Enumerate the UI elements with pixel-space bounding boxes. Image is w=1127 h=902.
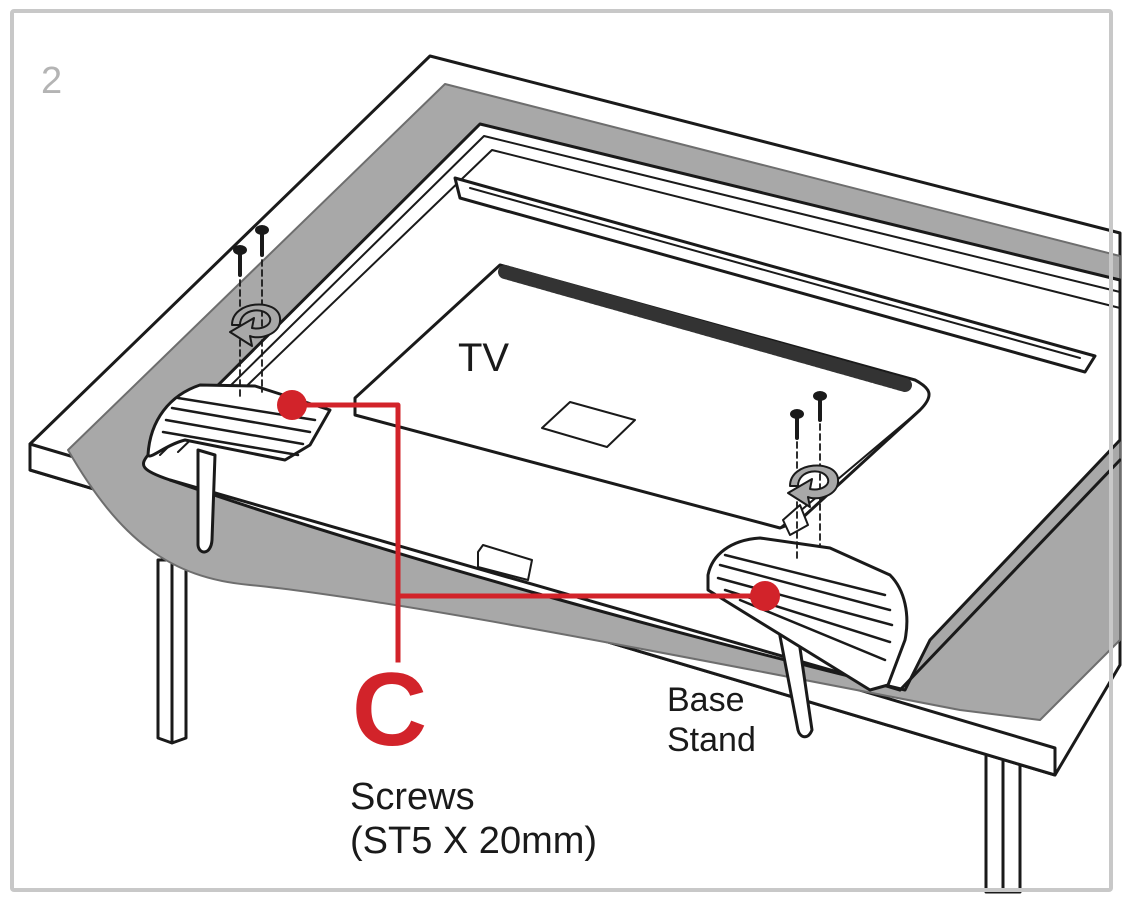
rotate-arrow-icon bbox=[229, 303, 282, 347]
tv-label: TV bbox=[458, 336, 510, 380]
tv-body bbox=[142, 122, 1122, 692]
screw-guide-lines bbox=[239, 259, 821, 561]
callout-lines bbox=[289, 402, 768, 663]
screw-icon bbox=[790, 391, 827, 440]
screw-icon bbox=[233, 225, 269, 277]
part-letter: C bbox=[352, 652, 428, 768]
base-stand-label-line2: Stand bbox=[667, 721, 756, 759]
callout-dot bbox=[750, 581, 780, 611]
screws-name: Screws bbox=[350, 776, 475, 818]
base-stand-label: Base Stand bbox=[667, 680, 756, 760]
screws-spec: (ST5 X 20mm) bbox=[350, 820, 598, 862]
screws-label: Screws (ST5 X 20mm) bbox=[350, 775, 597, 863]
table-legs bbox=[156, 558, 1022, 894]
callout-dot bbox=[277, 390, 307, 420]
step-number: 2 bbox=[41, 60, 63, 102]
right-base-stand bbox=[706, 504, 909, 739]
rotate-arrow-icon bbox=[787, 464, 840, 508]
base-stand-label-line1: Base bbox=[667, 681, 745, 719]
